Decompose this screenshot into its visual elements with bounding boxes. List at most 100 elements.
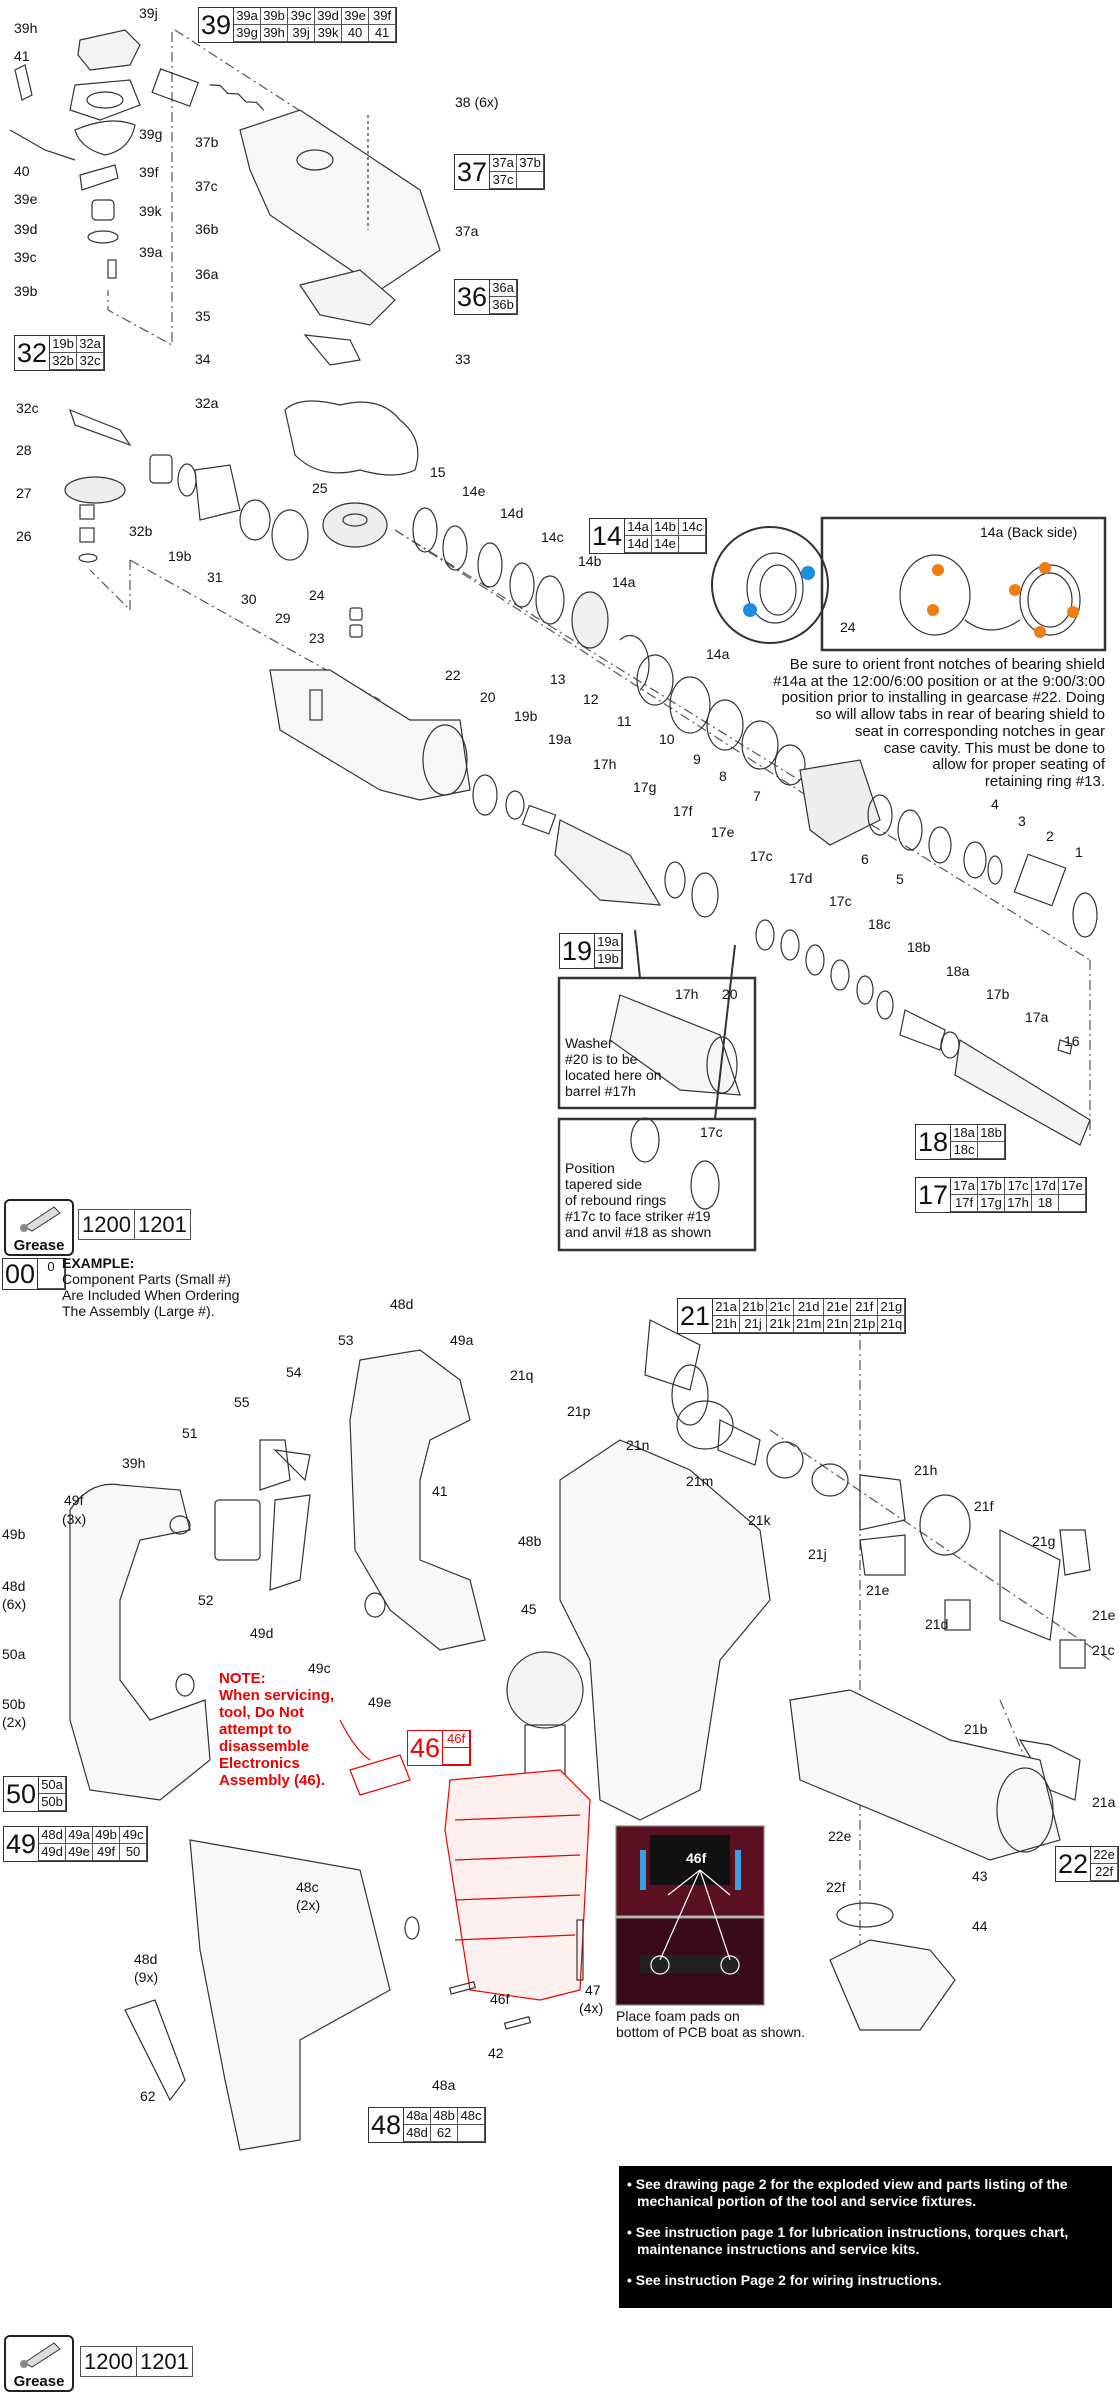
component-part-number: 21c [767, 1299, 795, 1316]
assembly-number: 14 [590, 519, 626, 553]
component-part-number [978, 1142, 1006, 1159]
grease-icon: Grease [4, 2335, 74, 2392]
callout: 9 [693, 751, 701, 767]
example-title: EXAMPLE: [62, 1255, 135, 1271]
callout: 20 [722, 986, 738, 1002]
component-part-number [1059, 1195, 1087, 1212]
note-line: Position [565, 1160, 615, 1176]
callout: 17a [1025, 1009, 1049, 1025]
callout: 23 [309, 630, 325, 646]
callout: 50b [2, 1696, 26, 1712]
callout: 55 [234, 1394, 250, 1410]
callout: 39f [139, 164, 159, 180]
callout: 48a [432, 2077, 456, 2093]
callout: 32c [16, 400, 39, 416]
callout: 62 [140, 2088, 156, 2104]
callout: 37a [455, 223, 479, 239]
callout: 21f [974, 1498, 994, 1514]
callout: 17h [675, 986, 699, 1002]
component-part-number: 48c [458, 2108, 486, 2125]
note-line: tapered side [565, 1176, 643, 1192]
callout: 21c [1092, 1642, 1115, 1658]
component-part-number: 18 [1032, 1195, 1060, 1212]
callout: 14e [462, 483, 486, 499]
grease-code: 1201 [139, 2349, 189, 2374]
callout: 1 [1075, 844, 1083, 860]
component-part-number: 17e [1059, 1178, 1087, 1195]
component-part-number: 49a [66, 1827, 94, 1844]
component-part-number: 21h [713, 1316, 741, 1333]
callout: 35 [195, 308, 211, 324]
callout: 39d [14, 221, 38, 237]
callout: 32a [195, 395, 219, 411]
info-bullet: • See instruction page 1 for lubrication… [627, 2224, 1069, 2257]
grease-part-numbers: 1200 1201 [78, 1209, 191, 1240]
note-line: and anvil #18 as shown [565, 1224, 712, 1240]
callout-qty: (2x) [2, 1714, 27, 1730]
callout: 36a [195, 266, 219, 282]
component-part-number [517, 172, 545, 189]
callout: 17c [829, 893, 852, 909]
component-part-number: 14a [625, 519, 653, 536]
callout: 53 [338, 1332, 354, 1348]
callout: 50a [2, 1646, 26, 1662]
component-part-number: 19b [50, 336, 78, 353]
part-17a-anvil [954, 1039, 1091, 1146]
callout: 17h [593, 756, 617, 772]
assembly-number: 49 [4, 1827, 40, 1861]
grease-icon: Grease [4, 1199, 74, 1256]
component-part-number: 32a [77, 336, 105, 353]
callout: 21b [964, 1721, 988, 1737]
callout-photo: 46f [686, 1850, 707, 1866]
bearing-shield-back-side-inset [820, 516, 1107, 652]
component-part-number: 19a [595, 934, 623, 951]
callout: 48d [2, 1578, 26, 1594]
assembly-number: 00 [3, 1259, 39, 1289]
callout: 29 [275, 610, 291, 626]
callout: 21h [914, 1462, 938, 1478]
callout: 49a [450, 1332, 474, 1348]
callout: 6 [861, 851, 869, 867]
note-line: #17c to face striker #19 [565, 1208, 711, 1224]
callout: 30 [241, 591, 257, 607]
assembly-number: 18 [916, 1125, 952, 1159]
reference-info-box: • See drawing page 2 for the exploded vi… [619, 2166, 1112, 2308]
notch-markers [743, 562, 1079, 638]
component-part-number: 21f [851, 1299, 879, 1316]
callout: 25 [312, 480, 328, 496]
callout-qty: (4x) [579, 2000, 604, 2016]
grease-code: 1200 [81, 2347, 137, 2376]
component-part-number: 40 [342, 25, 370, 42]
callout: 37c [195, 178, 218, 194]
part-49a-handle-half [349, 1349, 486, 1651]
component-part-number: 21m [794, 1316, 825, 1333]
callout: 21m [686, 1473, 714, 1489]
part-48b-housing-half [559, 1439, 771, 1821]
component-part-number: 14d [625, 536, 653, 553]
component-part-number: 49c [120, 1827, 148, 1844]
assembly-number: 21 [678, 1299, 714, 1333]
component-part-number: 49d [39, 1844, 67, 1861]
callout: 12 [583, 691, 599, 707]
washer-note: Washer #20 is to be located here on barr… [565, 1035, 662, 1099]
callout: 14a [612, 574, 636, 590]
callout: 49b [2, 1526, 26, 1542]
callout: 17b [986, 986, 1010, 1002]
callout: 2 [1046, 828, 1054, 844]
callout: 10 [659, 731, 675, 747]
foam-pad-note: Place foam pads on bottom of PCB boat as… [616, 2008, 805, 2040]
component-part-number: 21a [713, 1299, 741, 1316]
part-39-cover [9, 29, 141, 279]
callout: 17c [700, 1124, 723, 1140]
note-line: Be sure to orient front notches of beari… [789, 656, 1105, 673]
component-part-number: 17a [951, 1178, 979, 1195]
callout: 18c [868, 916, 891, 932]
component-part-number: 49b [93, 1827, 121, 1844]
assembly-number: 46 [408, 1731, 444, 1765]
callout: 21n [626, 1437, 650, 1453]
